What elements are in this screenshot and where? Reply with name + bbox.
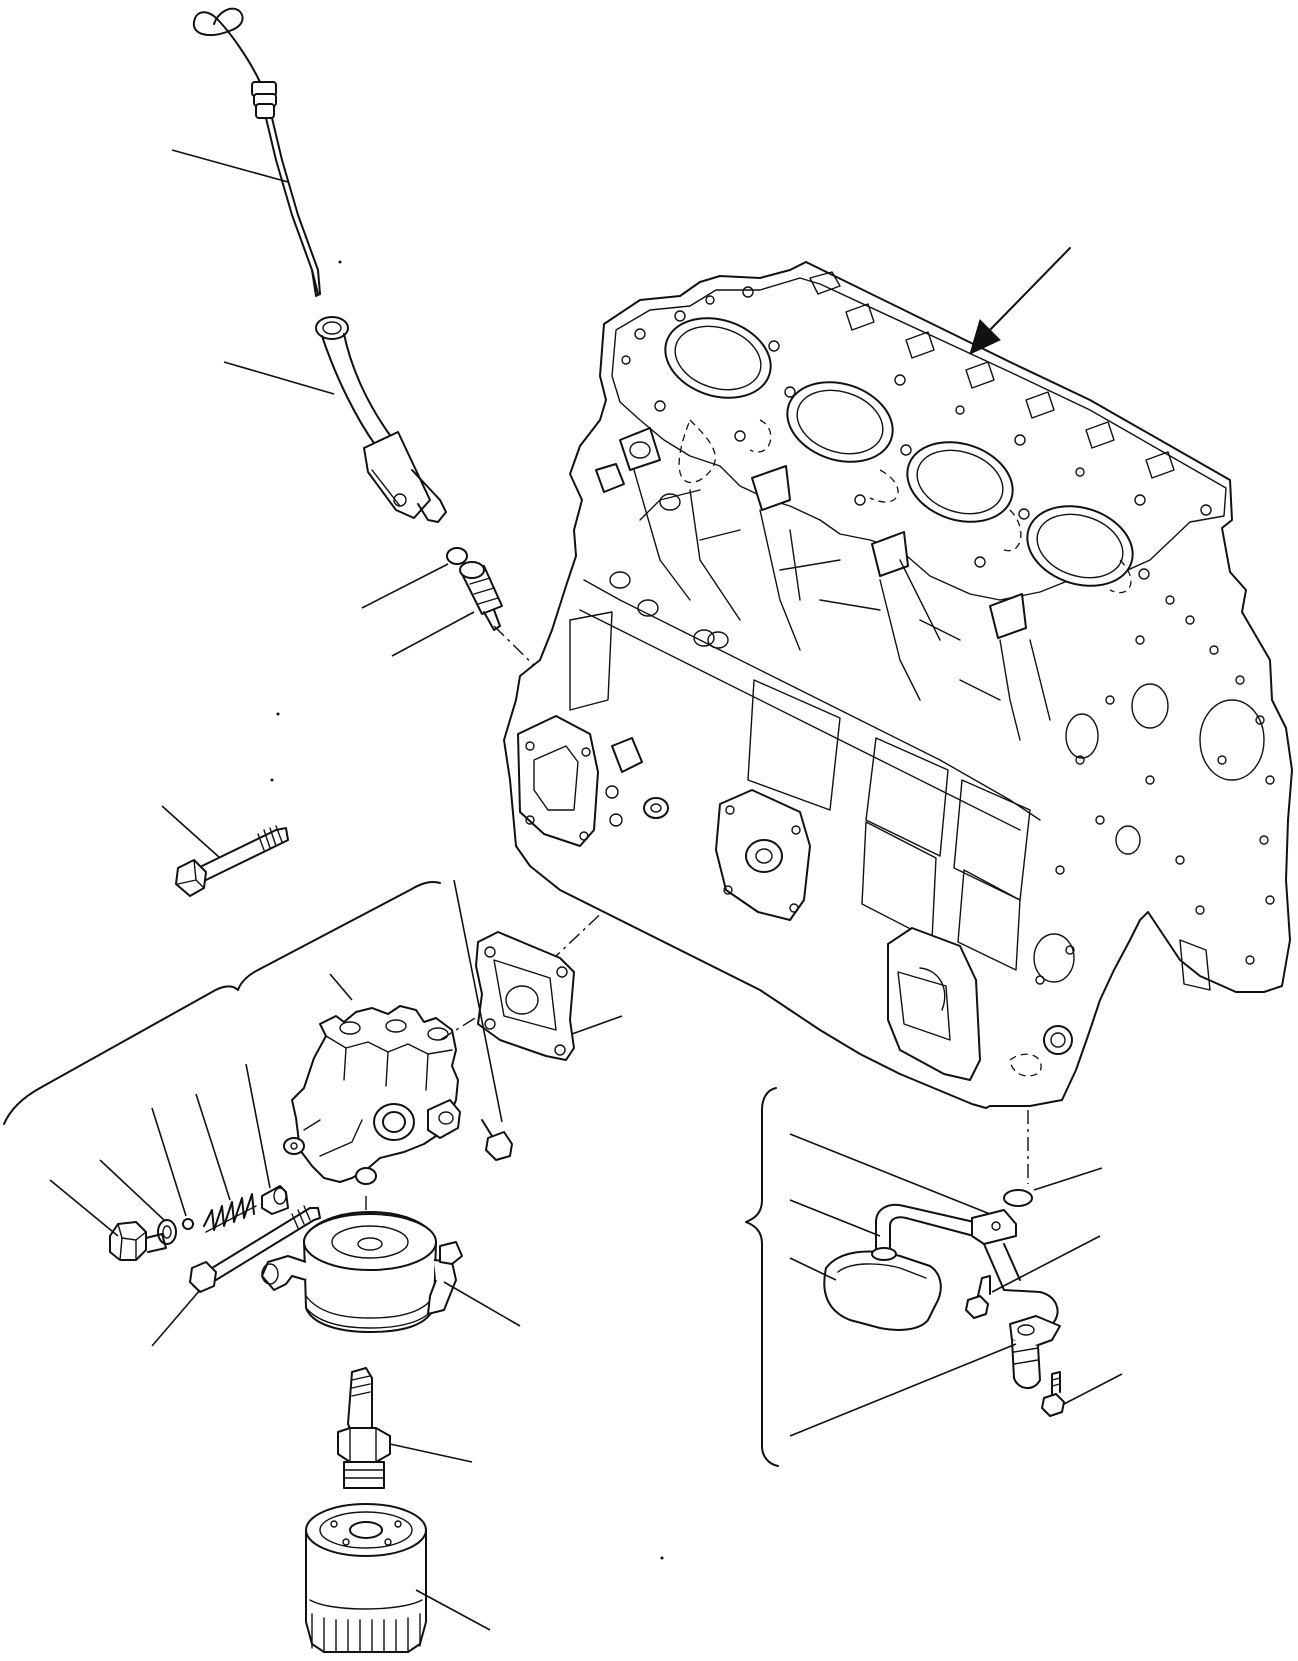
connector-stud-part [337,1367,391,1489]
oil-filter-part [305,1503,427,1653]
callout-leaders [49,149,1123,1631]
cylinder-block-part [503,261,1293,1109]
block-left-plate [517,715,599,847]
cylinder-bore-2 [786,381,894,463]
bolt-part [189,1205,321,1293]
washer-part [157,1219,177,1245]
plug-part [109,1221,167,1261]
deck-bolt-holes [621,286,1212,580]
dipstick-guide-part [315,316,447,523]
o-ring-part [446,547,468,565]
group-bracket-left [3,880,441,1125]
gasket-part [475,931,575,1061]
water-jacket-slots [809,271,1175,479]
strainer-o-ring-part [1003,1189,1033,1207]
dipstick-boss [605,737,669,827]
block-right-pad [887,927,981,1081]
filter-mount-pad [715,789,811,921]
rear-bores [1033,683,1265,1055]
gasket-bolt-part [481,1119,513,1161]
ball-part [182,1218,194,1230]
valve-part [261,1185,289,1215]
guide-connector-part [459,561,503,631]
scan-specks [270,260,664,1560]
long-bolt-part [175,825,289,897]
spring-part [203,1193,257,1233]
cylinder-bore-3 [906,441,1014,523]
cylinder-bore-1 [664,317,772,399]
dipstick-part [192,7,321,297]
strainer-bolt-part [965,1275,1065,1417]
cylinder-bore-4 [1026,505,1134,587]
oil-cooler-part [261,1211,463,1333]
block-side-bosses [595,427,1027,649]
block-pointer-arrow [969,247,1071,355]
block-ribs [579,469,1051,831]
suction-strainer-part [823,1203,1061,1389]
filter-head-part [283,1005,461,1185]
group-bracket-right [745,1087,779,1467]
